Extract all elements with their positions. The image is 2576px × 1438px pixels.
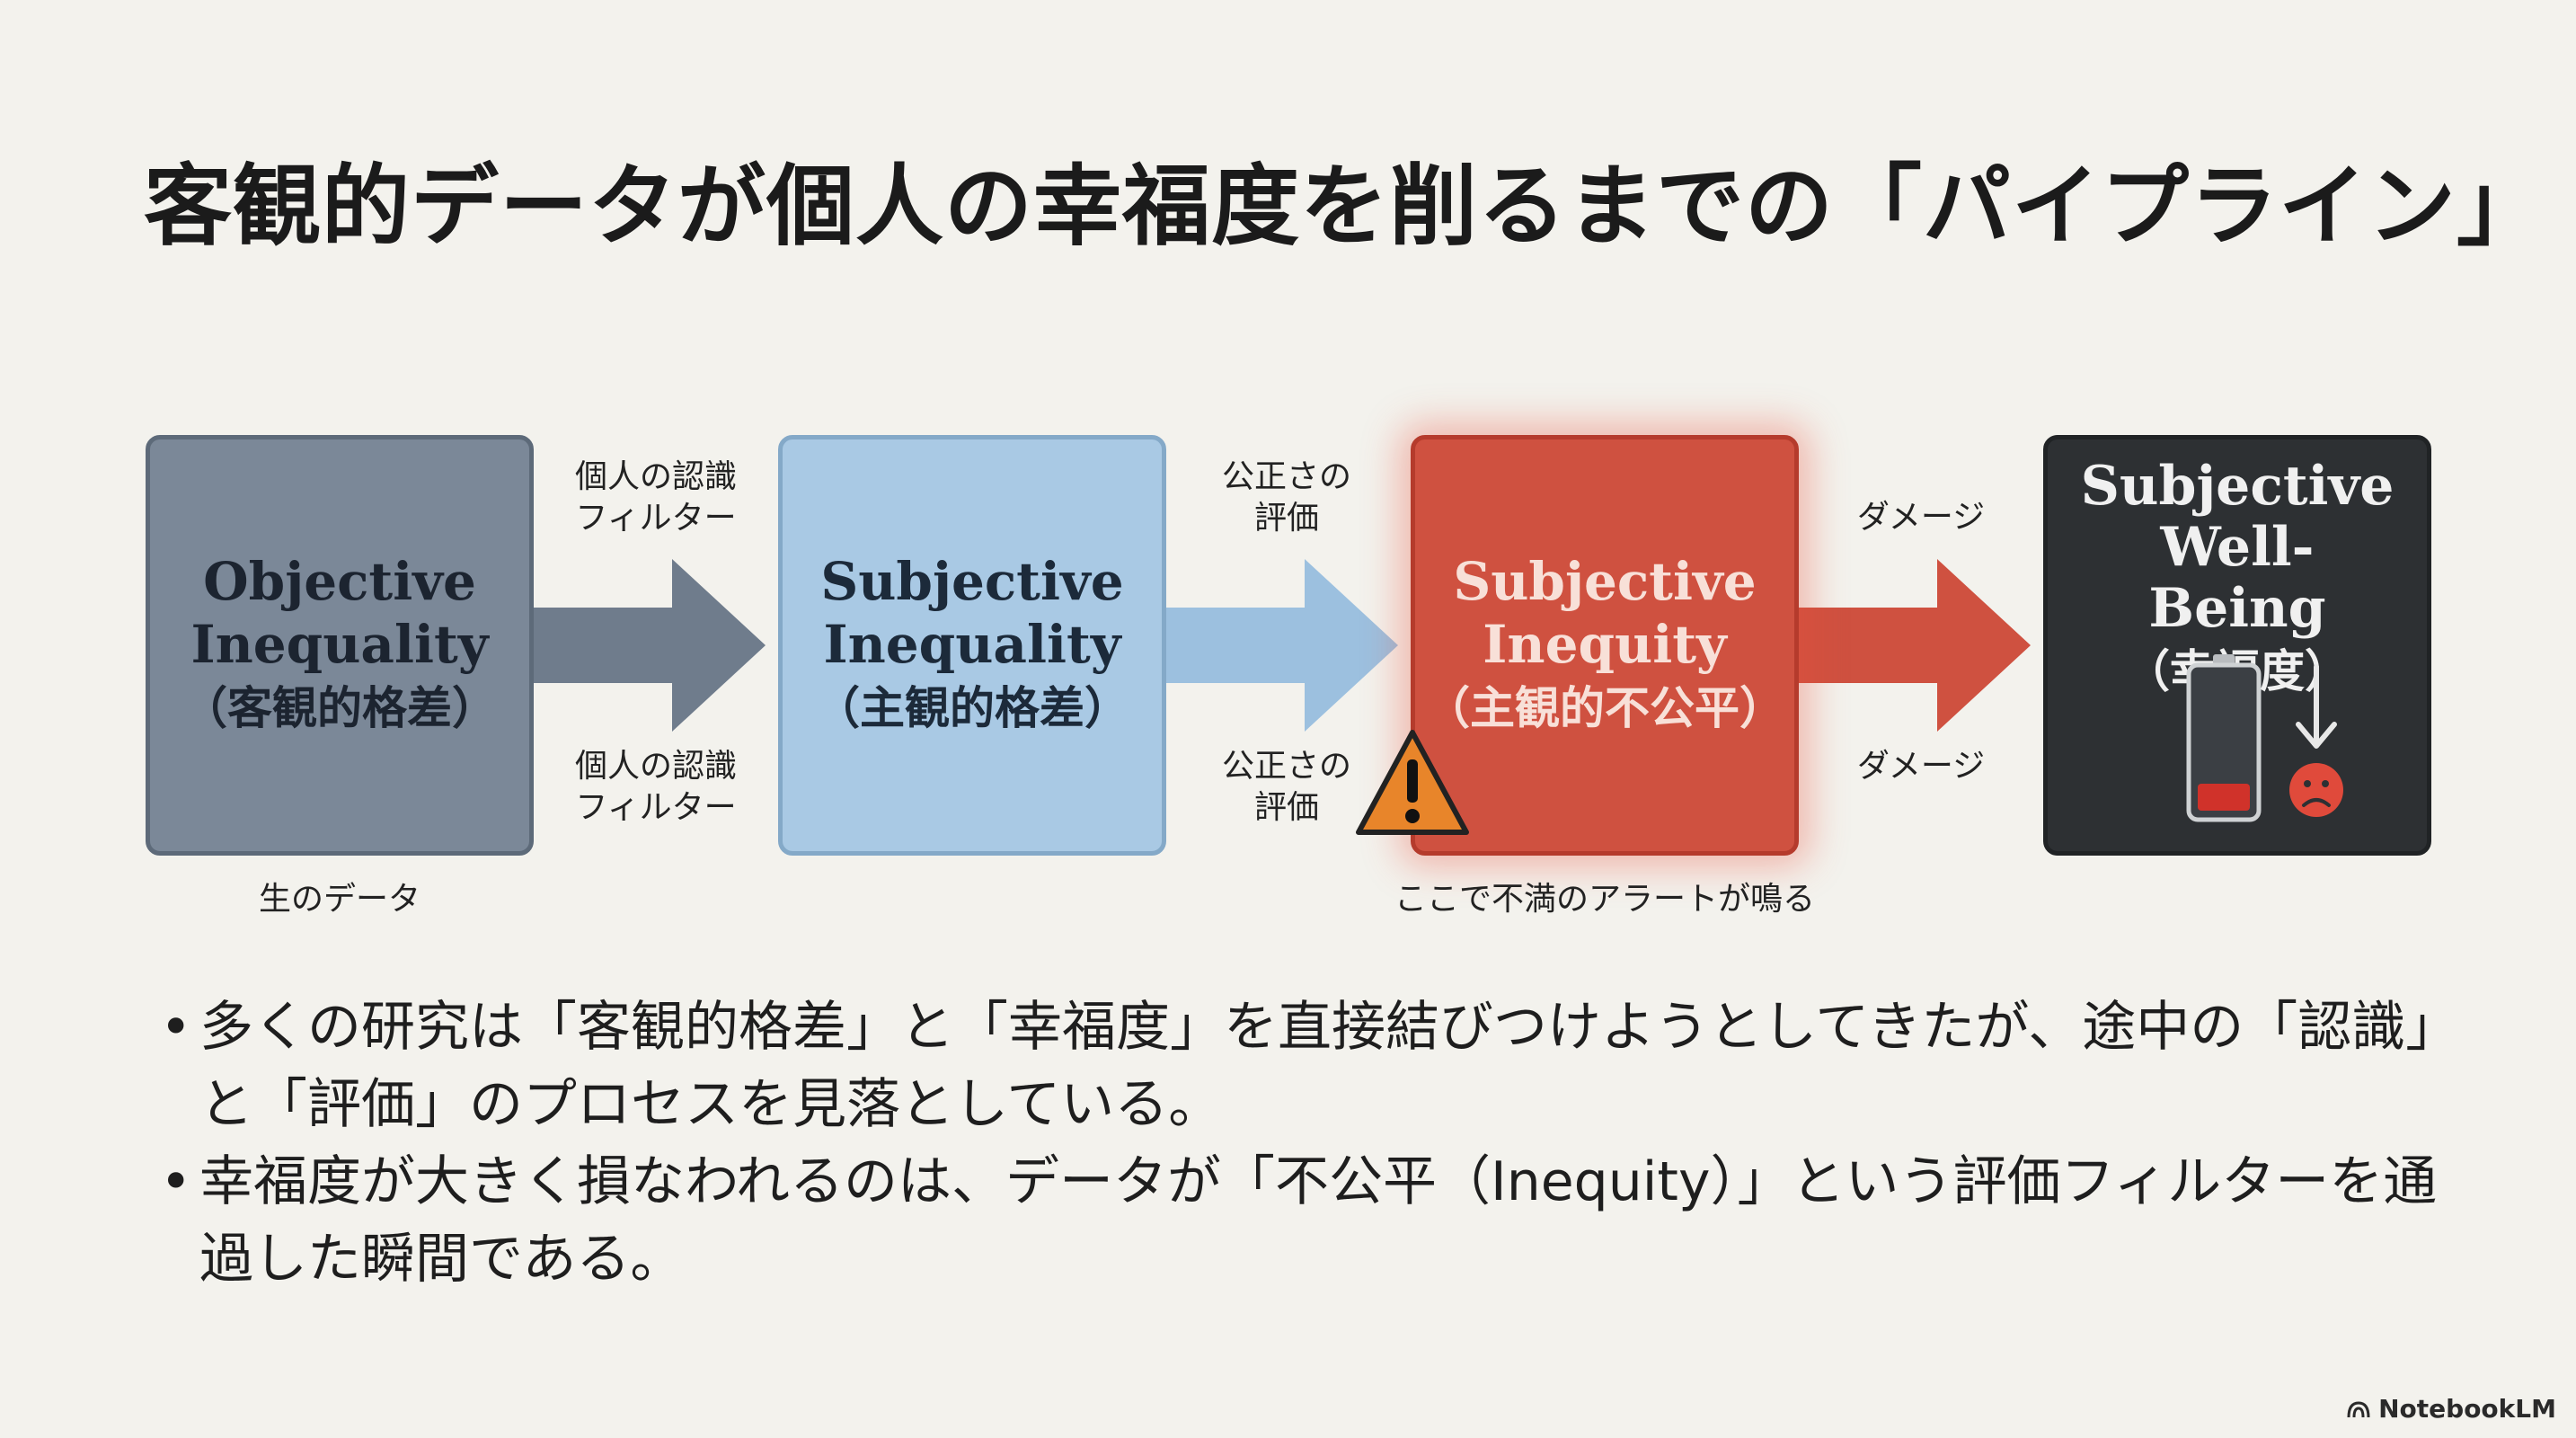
stage-subjective-inequity: Subjective Inequity （主観的不公平） bbox=[1411, 435, 1799, 856]
sad-face-icon bbox=[2289, 763, 2343, 817]
notebooklm-icon bbox=[2347, 1401, 2370, 1418]
bullet-text: 幸福度が大きく損なわれるのは、データが「不公平（Inequity）」という評価フ… bbox=[199, 1150, 2438, 1291]
stage-title-jp: （主観的格差） bbox=[815, 682, 1129, 734]
stage-title-jp: （客観的格差） bbox=[182, 682, 497, 734]
warning-icon bbox=[1356, 730, 1469, 835]
stage-objective-inequality: Objective Inequality （客観的格差） bbox=[146, 435, 534, 856]
logo-text: NotebookLM bbox=[2378, 1394, 2556, 1424]
stage-title-en: Objective Inequality bbox=[190, 551, 489, 675]
arrow-3-label-bottom: ダメージ bbox=[1856, 748, 1986, 785]
bullet-dot: • bbox=[160, 1150, 192, 1213]
stage-title-en: Subjective Inequality bbox=[820, 551, 1124, 675]
arrow-1-label-top: 個人の認識フィルター bbox=[574, 458, 738, 537]
arrow-2-label-top: 公正さの評価 bbox=[1221, 458, 1352, 537]
stage-3-caption: ここで不満のアラートが鳴る bbox=[1394, 881, 1816, 918]
stage-title-en: Subjective Well-Being bbox=[2080, 455, 2395, 640]
bullet-dot: • bbox=[160, 996, 192, 1059]
arrow-2-label-bottom: 公正さの評価 bbox=[1221, 748, 1352, 826]
bullet-item: • 多くの研究は「客観的格差」と「幸福度」を直接結びつけようとしてきたが、途中の… bbox=[153, 989, 2453, 1143]
page-title: 客観的データが個人の幸福度を削るまでの「パイプライン」 bbox=[144, 155, 2546, 258]
arrow-1-label-bottom: 個人の認識フィルター bbox=[574, 748, 738, 826]
down-arrow-icon bbox=[2296, 664, 2337, 749]
stage-subjective-inequality: Subjective Inequality （主観的格差） bbox=[778, 435, 1166, 856]
low-battery-icon bbox=[2186, 654, 2262, 822]
stage-title-jp: （主観的不公平） bbox=[1425, 682, 1784, 734]
bullet-list: • 多くの研究は「客観的格差」と「幸福度」を直接結びつけようとしてきたが、途中の… bbox=[153, 989, 2453, 1298]
notebooklm-logo: NotebookLM bbox=[2346, 1393, 2556, 1425]
arrow-2 bbox=[1163, 559, 1398, 732]
stage-title-en: Subjective Inequity bbox=[1453, 551, 1757, 675]
bullet-text: 多くの研究は「客観的格差」と「幸福度」を直接結びつけようとしてきたが、途中の「認… bbox=[199, 996, 2433, 1136]
bullet-item: • 幸福度が大きく損なわれるのは、データが「不公平（Inequity）」という評… bbox=[153, 1143, 2453, 1298]
arrow-1 bbox=[530, 559, 766, 732]
arrow-3-label-top: ダメージ bbox=[1856, 499, 1986, 536]
stage-1-caption: 生のデータ bbox=[258, 881, 421, 918]
arrow-3 bbox=[1795, 559, 2031, 732]
